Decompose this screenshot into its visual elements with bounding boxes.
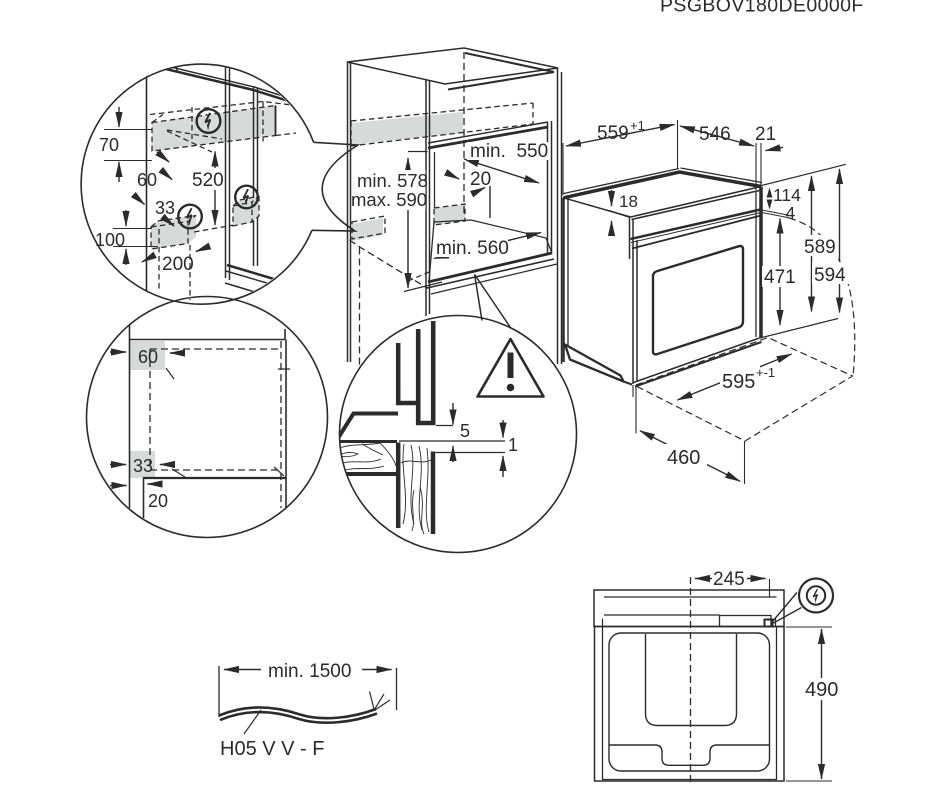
svg-text:+-1: +-1 bbox=[756, 365, 775, 380]
svg-text:min. 550: min. 550 bbox=[470, 141, 548, 162]
svg-text:18: 18 bbox=[619, 192, 638, 211]
svg-text:546: 546 bbox=[699, 124, 731, 145]
svg-text:460: 460 bbox=[667, 447, 700, 469]
svg-text:1: 1 bbox=[508, 435, 518, 455]
svg-text:max. 590: max. 590 bbox=[351, 189, 427, 210]
svg-text:H05 V V - F: H05 V V - F bbox=[220, 738, 324, 760]
svg-text:min. 1500: min. 1500 bbox=[268, 661, 351, 682]
svg-text:100: 100 bbox=[95, 230, 125, 250]
svg-text:33: 33 bbox=[155, 198, 175, 218]
svg-text:4: 4 bbox=[786, 203, 796, 223]
svg-text:520: 520 bbox=[192, 170, 224, 191]
svg-text:+1: +1 bbox=[630, 118, 645, 133]
svg-text:20: 20 bbox=[470, 169, 491, 190]
svg-text:114: 114 bbox=[773, 185, 801, 205]
svg-text:min. 560: min. 560 bbox=[436, 238, 509, 259]
svg-text:594: 594 bbox=[814, 265, 846, 286]
svg-text:589: 589 bbox=[804, 237, 836, 258]
svg-text:21: 21 bbox=[755, 124, 776, 145]
svg-text:245: 245 bbox=[713, 569, 745, 590]
svg-text:200: 200 bbox=[162, 254, 194, 275]
svg-text:490: 490 bbox=[805, 679, 838, 701]
svg-text:33: 33 bbox=[133, 456, 153, 476]
svg-text:PSGBOV180DE0000F: PSGBOV180DE0000F bbox=[660, 0, 864, 17]
svg-text:471: 471 bbox=[764, 267, 796, 288]
svg-text:60: 60 bbox=[137, 170, 157, 190]
svg-text:595: 595 bbox=[722, 371, 755, 393]
svg-text:559: 559 bbox=[597, 123, 629, 144]
svg-text:20: 20 bbox=[148, 491, 168, 511]
svg-text:70: 70 bbox=[99, 135, 119, 155]
svg-text:60: 60 bbox=[138, 347, 158, 367]
svg-text:min. 578: min. 578 bbox=[357, 170, 428, 191]
svg-text:5: 5 bbox=[460, 421, 470, 441]
